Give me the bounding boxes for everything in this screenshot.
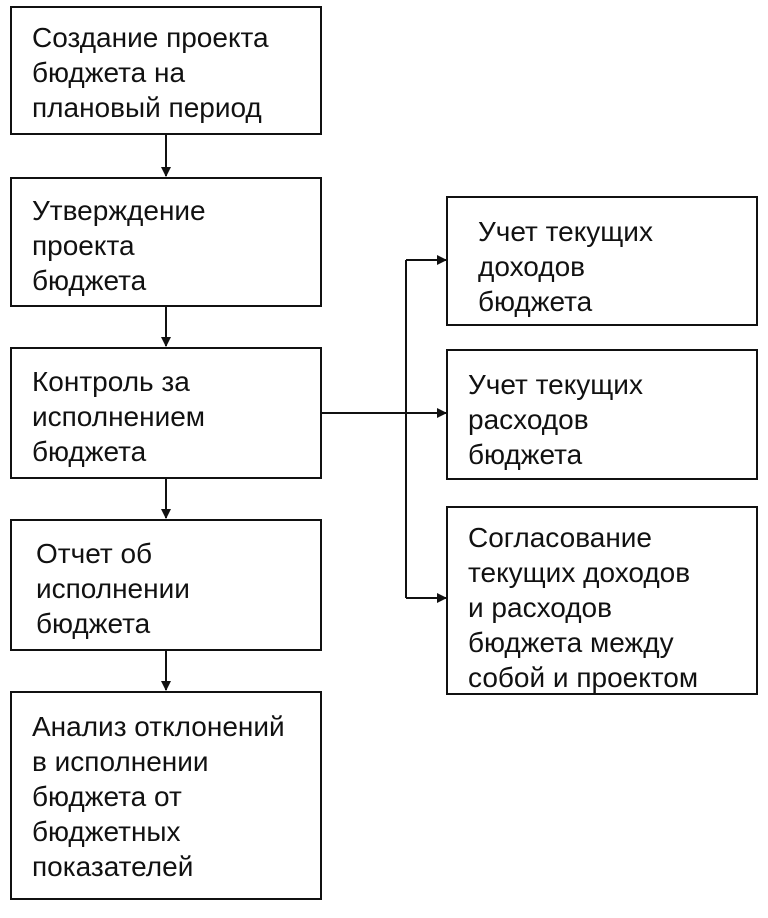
branch-label-reconciliation: Согласование текущих доходов и расходов … (468, 522, 699, 693)
step-label-execution-control: Контроль за исполнением бюджета (32, 366, 206, 467)
step-label-approve-draft: Утверждение проекта бюджета (32, 195, 206, 296)
branch-box-expense-accounting: Учет текущих расходов бюджета (446, 349, 758, 480)
step-box-create-draft: Создание проекта бюджета на плановый пер… (10, 6, 322, 135)
step-label-execution-report: Отчет об исполнении бюджета (36, 538, 190, 639)
step-box-execution-report: Отчет об исполнении бюджета (10, 519, 322, 651)
branch-label-revenue-accounting: Учет текущих доходов бюджета (478, 216, 653, 317)
step-box-approve-draft: Утверждение проекта бюджета (10, 177, 322, 307)
step-box-execution-control: Контроль за исполнением бюджета (10, 347, 322, 479)
step-label-create-draft: Создание проекта бюджета на плановый пер… (32, 22, 269, 123)
branch-box-reconciliation: Согласование текущих доходов и расходов … (446, 506, 758, 695)
branch-box-revenue-accounting: Учет текущих доходов бюджета (446, 196, 758, 326)
step-label-deviation-analysis: Анализ отклонений в исполнении бюджета о… (32, 711, 285, 882)
step-box-deviation-analysis: Анализ отклонений в исполнении бюджета о… (10, 691, 322, 900)
branch-label-expense-accounting: Учет текущих расходов бюджета (468, 369, 643, 470)
